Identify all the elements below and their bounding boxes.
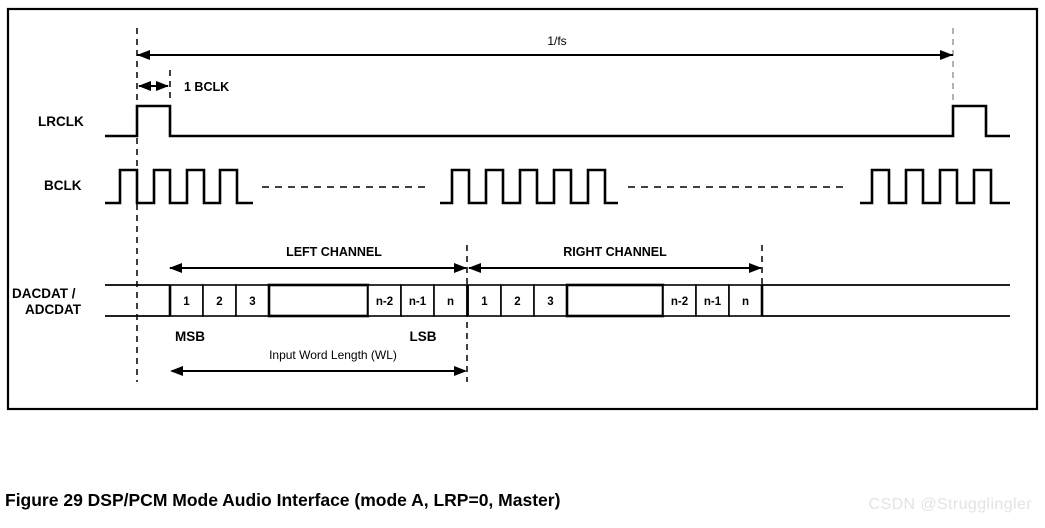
bclk-label: BCLK [44, 178, 82, 193]
cell-left-bit-n: n [447, 296, 454, 308]
right-channel-label: RIGHT CHANNEL [563, 245, 667, 259]
data-label-line-2: ADCDAT [25, 302, 82, 317]
cell-right-bit-1: 1 [481, 296, 488, 308]
diagram-frame [6, 7, 1039, 411]
cell-left-bit-n-2: n-2 [376, 296, 393, 308]
right-channel-cells: 1 2 3 n-2 n-1 n [467, 283, 763, 318]
lrclk-waveform [105, 104, 1010, 138]
one-bclk-arrow [138, 81, 169, 91]
lrclk-label: LRCLK [38, 114, 84, 129]
cell-left-bit-2: 2 [216, 296, 222, 308]
cell-left-bit-1: 1 [183, 296, 190, 308]
left-channel-arrow [169, 263, 467, 273]
word-length-label: Input Word Length (WL) [269, 348, 397, 362]
watermark-text: CSDN @Strugglingler [868, 496, 1032, 513]
bclk-waveform-burst-2 [440, 168, 618, 205]
left-channel-label: LEFT CHANNEL [286, 245, 382, 259]
bclk-waveform-burst-3 [860, 168, 1010, 205]
frame-period-arrow [137, 50, 953, 60]
cell-right-bit-2: 2 [514, 296, 520, 308]
one-bclk-label: 1 BCLK [184, 80, 229, 94]
cell-left-bit-n-1: n-1 [409, 296, 427, 308]
left-channel-cells: 1 2 3 n-2 n-1 n [169, 283, 468, 318]
msb-label: MSB [175, 329, 205, 344]
timing-diagram: 1/fs 1 BCLK LRCLK BCLK LEFT CHANNEL [6, 7, 1039, 411]
figure-caption: Figure 29 DSP/PCM Mode Audio Interface (… [5, 490, 561, 510]
data-label-line-1: DACDAT / [12, 286, 76, 301]
cell-right-bit-3: 3 [547, 296, 553, 308]
cell-right-bit-n-1: n-1 [704, 296, 722, 308]
right-channel-arrow [468, 263, 762, 273]
cell-right-bit-n: n [742, 296, 749, 308]
cell-left-bit-3: 3 [249, 296, 255, 308]
frame-period-label: 1/fs [547, 34, 566, 48]
word-length-arrow [170, 366, 467, 376]
lsb-label: LSB [410, 329, 437, 344]
bclk-waveform-burst-1 [105, 168, 253, 205]
cell-right-bit-n-2: n-2 [671, 296, 688, 308]
